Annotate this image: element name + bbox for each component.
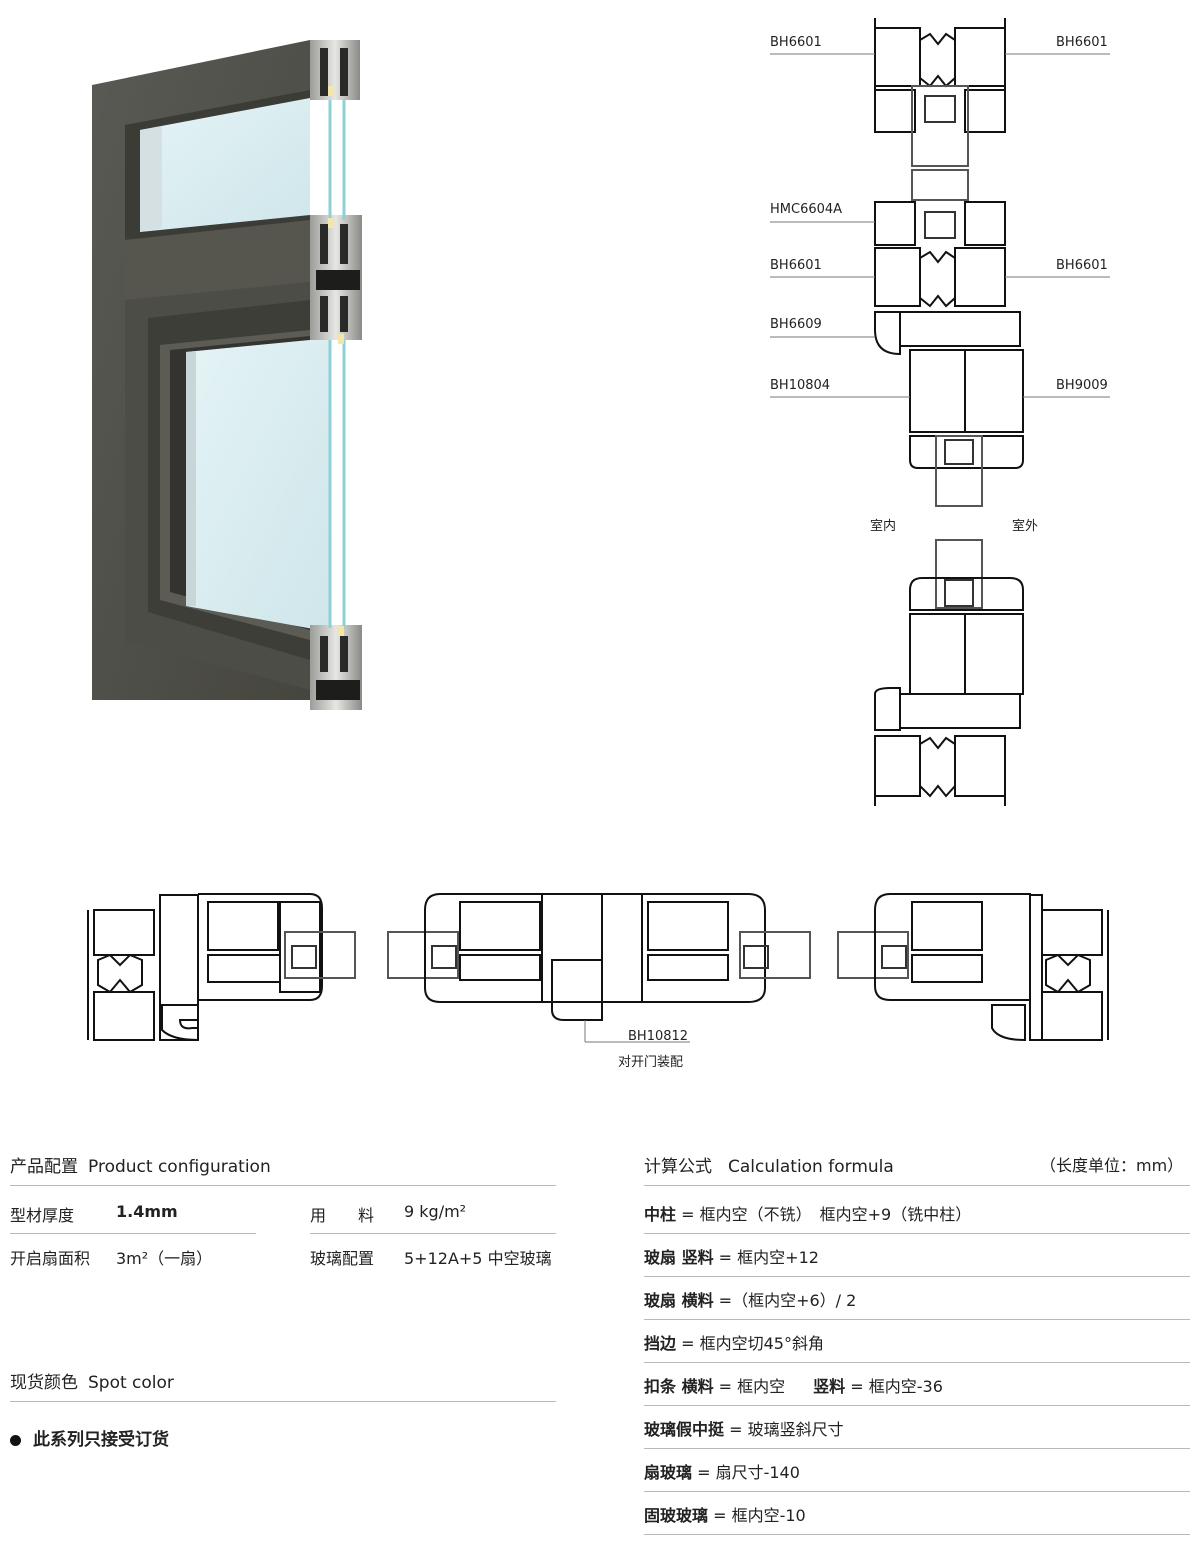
formula-row: 玻扇 横料 =（框内空+6）/ 2 <box>644 1291 857 1310</box>
label-bh6601-mid-left: BH6601 <box>770 258 822 273</box>
spot-color-title: 现货颜色 Spot color <box>10 1368 174 1393</box>
config-value-thickness: 1.4mm <box>116 1202 178 1221</box>
formula-title: 计算公式 Calculation formula <box>644 1152 894 1177</box>
label-bh6601-top-right: BH6601 <box>1056 35 1108 50</box>
spot-color-title-en: Spot color <box>88 1373 174 1393</box>
formula-unit: （长度单位：mm） <box>1040 1156 1184 1175</box>
label-outdoor: 室外 <box>1012 519 1039 534</box>
formula-row: 玻璃假中挺 = 玻璃竖斜尺寸 <box>644 1420 844 1439</box>
window-render <box>0 0 420 720</box>
product-config-title-en: Product configuration <box>88 1157 271 1177</box>
formula-row: 扣条 横料 = 框内空竖料 = 框内空-36 <box>644 1377 943 1396</box>
config-value-sash-area: 3m²（一扇） <box>116 1249 213 1268</box>
divider <box>644 1405 1190 1406</box>
product-config-title: 产品配置 Product configuration <box>10 1152 271 1177</box>
config-value-material: 9 kg/m² <box>404 1202 467 1221</box>
order-only-note-text: 此系列只接受订货 <box>33 1430 169 1450</box>
divider <box>644 1276 1190 1277</box>
config-label-thickness: 型材厚度 <box>10 1206 75 1225</box>
spot-color-title-cn: 现货颜色 <box>10 1373 78 1393</box>
config-label-material: 用 料 <box>310 1206 375 1225</box>
formula-row: 玻扇 竖料 = 框内空+12 <box>644 1248 819 1267</box>
label-bh10804: BH10804 <box>770 378 831 393</box>
formula-title-en: Calculation formula <box>728 1157 894 1177</box>
divider <box>644 1534 1190 1535</box>
label-bh6601-top-left: BH6601 <box>770 35 822 50</box>
vertical-section-drawing <box>760 0 1200 820</box>
formula-row: 扇玻璃 = 扇尺寸-140 <box>644 1463 800 1482</box>
label-hmc6604a: HMC6604A <box>770 202 843 217</box>
config-label-sash-area: 开启扇面积 <box>10 1249 91 1268</box>
config-label-glass: 玻璃配置 <box>310 1249 375 1268</box>
label-double-door-assembly: 对开门装配 <box>618 1055 684 1070</box>
label-indoor: 室内 <box>870 519 897 534</box>
divider <box>644 1319 1190 1320</box>
divider <box>644 1491 1190 1492</box>
label-bh6601-mid-right: BH6601 <box>1056 258 1108 273</box>
horizontal-section-drawing <box>80 880 1120 1050</box>
divider <box>10 1233 256 1234</box>
bullet-icon <box>10 1434 21 1446</box>
formula-title-cn: 计算公式 <box>644 1157 712 1177</box>
config-value-glass: 5+12A+5 中空玻璃 <box>404 1249 552 1268</box>
formula-row: 固玻玻璃 = 框内空-10 <box>644 1506 806 1525</box>
divider <box>644 1185 1190 1186</box>
label-bh6609: BH6609 <box>770 317 822 332</box>
divider <box>644 1233 1190 1234</box>
formula-row: 中柱 = 框内空（不铣） 框内空+9（铣中柱） <box>644 1205 972 1224</box>
divider <box>310 1233 556 1234</box>
divider <box>644 1448 1190 1449</box>
order-only-note: 此系列只接受订货 <box>10 1425 169 1450</box>
divider <box>10 1401 556 1402</box>
divider <box>10 1185 556 1186</box>
label-bh9009: BH9009 <box>1056 378 1108 393</box>
product-config-title-cn: 产品配置 <box>10 1157 78 1177</box>
label-bh10812: BH10812 <box>628 1029 689 1044</box>
formula-row: 挡边 = 框内空切45°斜角 <box>644 1334 824 1353</box>
divider <box>644 1362 1190 1363</box>
